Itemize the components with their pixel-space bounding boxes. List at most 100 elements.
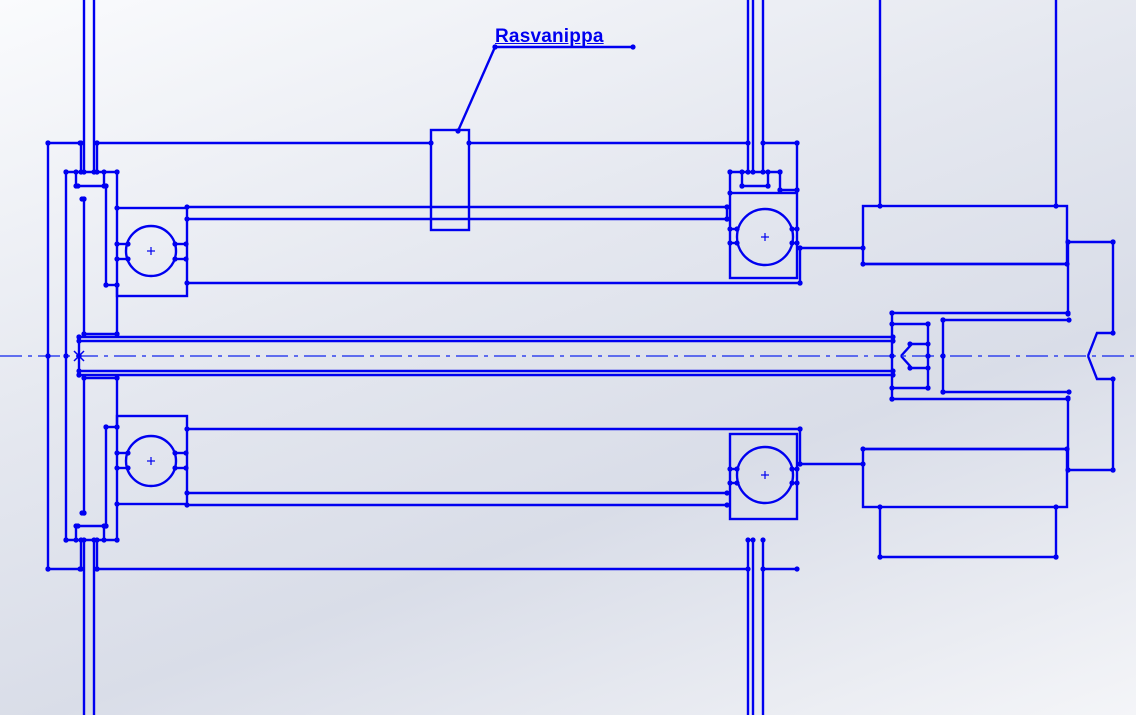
vertex-point — [797, 280, 803, 286]
vertex-point — [455, 128, 461, 134]
vertex-point — [114, 424, 120, 430]
vertex-point — [724, 502, 730, 508]
vertex-point — [103, 282, 109, 288]
vertex-point — [91, 169, 97, 175]
vertex-point — [103, 183, 109, 189]
vertex-point — [745, 537, 751, 543]
vertex-point — [789, 226, 795, 232]
vertex-point — [877, 554, 883, 560]
vertex-point — [794, 240, 800, 246]
vertex-point — [125, 450, 131, 456]
vertex-points — [45, 44, 1116, 572]
vertex-point — [183, 450, 189, 456]
vertex-point — [794, 566, 800, 572]
vertex-point — [75, 523, 81, 529]
vertex-point — [78, 140, 84, 146]
vertex-point — [76, 368, 82, 374]
vertex-point — [81, 375, 87, 381]
vertex-point — [789, 480, 795, 486]
vertex-point — [45, 353, 51, 359]
vertex-point — [1064, 261, 1070, 267]
vertex-point — [797, 461, 803, 467]
vertex-point — [172, 256, 178, 262]
vertex-point — [125, 256, 131, 262]
vertex-point — [797, 245, 803, 251]
vertex-point — [76, 338, 82, 344]
vertex-point — [1065, 467, 1071, 473]
vertex-point — [1110, 376, 1116, 382]
vertex-point — [925, 353, 931, 359]
vertex-point — [466, 140, 472, 146]
upper-half-sketch — [46, 141, 1115, 358]
vertex-point — [94, 566, 100, 572]
vertex-point — [114, 282, 120, 288]
vertex-point — [76, 334, 82, 340]
vertex-point — [907, 341, 913, 347]
vertex-point — [794, 226, 800, 232]
vertex-point — [760, 140, 766, 146]
vertex-point — [940, 317, 946, 323]
vertex-point — [727, 169, 733, 175]
vertex-point — [739, 183, 745, 189]
vertex-point — [73, 537, 79, 543]
vertex-point — [794, 480, 800, 486]
vertex-point — [745, 140, 751, 146]
vertex-point — [81, 196, 87, 202]
vertex-point — [428, 140, 434, 146]
vertex-point — [765, 183, 771, 189]
vertex-point — [1110, 239, 1116, 245]
vertex-point — [760, 566, 766, 572]
vertex-point — [877, 203, 883, 209]
lower-unique-sketch — [82, 447, 1069, 715]
vertex-point — [940, 353, 946, 359]
vertex-point — [103, 424, 109, 430]
vertex-point — [877, 504, 883, 510]
vertex-point — [724, 204, 730, 210]
vertex-point — [103, 523, 109, 529]
vertex-point — [777, 169, 783, 175]
vertex-point — [789, 466, 795, 472]
vertex-point — [925, 321, 931, 327]
vertex-point — [860, 261, 866, 267]
upper-unique-sketch — [82, 0, 1069, 266]
vertex-point — [925, 365, 931, 371]
vertex-point — [45, 140, 51, 146]
vertex-point — [890, 372, 896, 378]
vertex-point — [114, 450, 120, 456]
vertex-point — [1065, 310, 1071, 316]
circle-center-marks — [147, 233, 769, 479]
vertex-point — [1065, 239, 1071, 245]
annotation-label[interactable]: Rasvanippa — [495, 26, 604, 47]
vertex-point — [739, 169, 745, 175]
lower-half-sketch — [46, 354, 1115, 571]
vertex-point — [1053, 203, 1059, 209]
vertex-point — [789, 240, 795, 246]
vertex-point — [745, 169, 751, 175]
vertex-point — [724, 216, 730, 222]
vertex-point — [777, 187, 783, 193]
vertex-point — [734, 240, 740, 246]
vertex-point — [860, 446, 866, 452]
vertex-point — [745, 566, 751, 572]
vertex-point — [184, 426, 190, 432]
vertex-point — [184, 216, 190, 222]
vertex-point — [114, 169, 120, 175]
vertex-point — [125, 465, 131, 471]
vertex-point — [183, 256, 189, 262]
vertex-point — [73, 169, 79, 175]
vertex-point — [1064, 446, 1070, 452]
vertex-point — [890, 368, 896, 374]
vertex-point — [184, 280, 190, 286]
vertex-point — [727, 240, 733, 246]
vertex-point — [101, 169, 107, 175]
vertex-point — [172, 465, 178, 471]
vertex-point — [765, 169, 771, 175]
vertex-point — [750, 169, 756, 175]
vertex-point — [925, 385, 931, 391]
vertex-point — [860, 245, 866, 251]
vertex-point — [889, 385, 895, 391]
vertex-point — [78, 566, 84, 572]
vertex-point — [1066, 317, 1072, 323]
grease-nipple-box — [429, 128, 471, 232]
